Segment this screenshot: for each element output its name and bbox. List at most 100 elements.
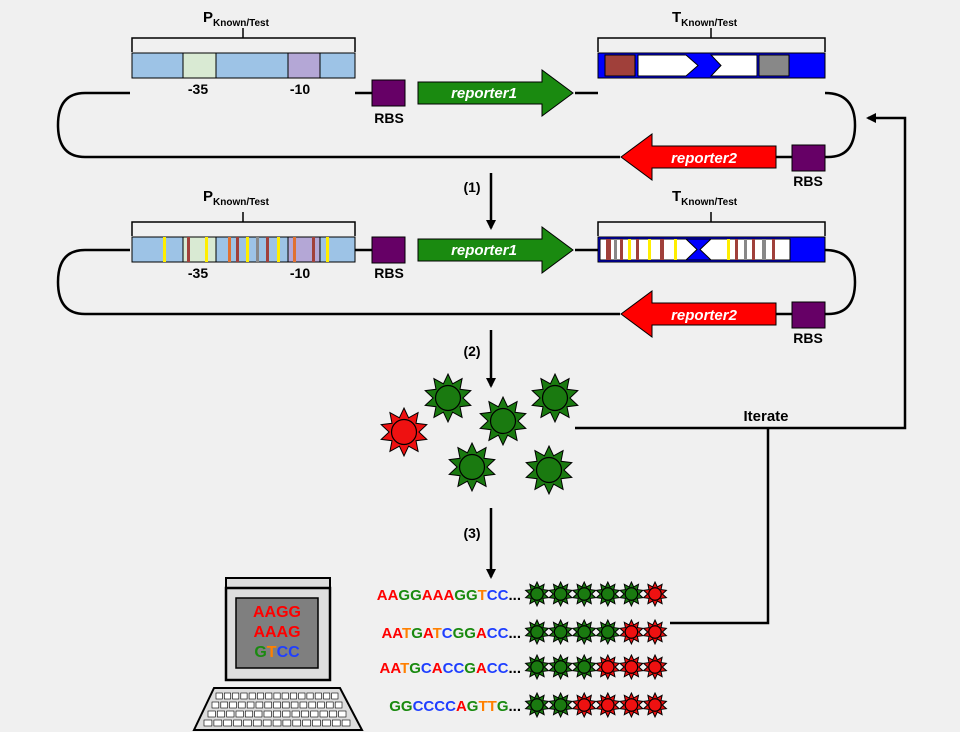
- keyboard-key: [217, 710, 225, 718]
- keyboard-key: [331, 692, 339, 700]
- phenotype-star-1-1: [524, 580, 550, 608]
- cell-3: [479, 395, 527, 447]
- step2-label: (2): [463, 343, 480, 359]
- terminator-bracket: [597, 28, 826, 52]
- rbs-label-2: RBS: [793, 173, 823, 189]
- phenotype-star-2-1: [524, 618, 550, 646]
- monitor-seq-segment: AAGG: [253, 604, 301, 621]
- keyboard-key: [254, 710, 263, 718]
- terminator-mutations: [606, 239, 775, 260]
- rbs-label-4: RBS: [793, 330, 823, 346]
- reporter2-arrow-2: [620, 290, 777, 338]
- plasmid-2: PKnown/Test -35 -10 RBS reporter1 TKnown…: [56, 188, 857, 346]
- phenotype-star-4-2: [548, 691, 574, 719]
- rbs-box: [371, 79, 406, 107]
- phenotype-star-4-1: [524, 691, 550, 719]
- phenotype-star-1-2: [548, 580, 574, 608]
- keyboard-key: [272, 710, 281, 718]
- phenotype-star-1-4: [595, 580, 621, 608]
- keyboard-key: [292, 719, 301, 727]
- reporter2-arrow: [620, 133, 777, 181]
- reporter1-arrow: [417, 69, 574, 117]
- keyboard-key: [220, 701, 228, 709]
- keyboard-key: [253, 719, 262, 727]
- minus35-box: [182, 52, 217, 79]
- rbs-box-2: [791, 144, 826, 172]
- phenotype-star-3-3: [571, 653, 597, 681]
- keyboard-key: [245, 710, 253, 718]
- keyboard-key: [223, 719, 232, 727]
- keyboard-key: [302, 719, 311, 727]
- phenotype-star-3-1: [524, 653, 550, 681]
- terminator-label-2: TKnown/Test: [672, 188, 738, 208]
- rbs-label-3: RBS: [374, 265, 404, 281]
- rbs-label: RBS: [374, 110, 404, 126]
- phenotype-star-4-5: [618, 691, 644, 719]
- keyboard-key: [264, 701, 272, 709]
- keyboard-key: [226, 710, 235, 718]
- keyboard-key: [248, 692, 256, 700]
- reporter1-label: reporter1: [451, 85, 517, 102]
- monitor-seq-segment: AAAG: [253, 624, 300, 641]
- sequence-2: AATGATCGGACC...: [381, 625, 521, 642]
- cell-2: [531, 372, 579, 424]
- promoter-bracket: [131, 28, 356, 52]
- keyboard-key: [233, 719, 242, 727]
- keyboard-key: [319, 710, 328, 718]
- cell-population: [380, 372, 579, 496]
- keyboard-key: [310, 710, 319, 718]
- phenotype-star-2-5: [618, 618, 644, 646]
- iterate-label: Iterate: [743, 408, 788, 425]
- sequence-rows: AAGGAAAGGTCC...AATGATCGGACC...AATGCACCGA…: [377, 580, 668, 719]
- keyboard-key: [299, 701, 308, 709]
- keyboard-key: [314, 692, 322, 700]
- cell-1: [424, 372, 472, 424]
- keyboard-key: [263, 710, 272, 718]
- keyboard-key: [255, 701, 264, 709]
- keyboard-key: [215, 692, 223, 700]
- keyboard-key: [213, 719, 223, 727]
- promoter-bracket-2: [131, 212, 356, 236]
- keyboard-key: [243, 719, 252, 727]
- phenotype-star-4-3: [571, 691, 597, 719]
- keyboard-key: [207, 710, 216, 718]
- sequence-4: GGCCCCAGTTG...: [389, 698, 521, 715]
- cell-4: [380, 406, 428, 458]
- promoter-label-2: PKnown/Test: [203, 188, 270, 208]
- minus35-label: -35: [188, 81, 208, 97]
- keyboard-key: [338, 710, 347, 718]
- keyboard-key: [290, 692, 297, 700]
- keyboard-keys: [203, 692, 351, 727]
- keyboard-key: [298, 692, 306, 700]
- terminator-bracket-2: [597, 212, 826, 236]
- iterate-feedback-line: [575, 113, 907, 430]
- keyboard-key: [246, 701, 255, 709]
- monitor-seq-segment: G: [254, 644, 266, 661]
- step3-label: (3): [463, 525, 480, 541]
- reporter1-arrow-2: [417, 226, 574, 274]
- sequence-3: AATGCACCGACC...: [379, 660, 521, 677]
- minus10-label: -10: [290, 81, 310, 97]
- phenotype-star-3-4: [595, 653, 621, 681]
- monitor-screen: [235, 597, 319, 669]
- rbs-box-3: [371, 236, 406, 264]
- phenotype-star-1-6: [642, 580, 668, 608]
- keyboard-key: [291, 710, 300, 718]
- promoter-label: PKnown/Test: [203, 9, 270, 29]
- phenotype-star-2-3: [571, 618, 597, 646]
- iterate-loop: Iterate: [575, 113, 907, 625]
- phenotype-star-3-2: [548, 653, 574, 681]
- keyboard-key: [282, 701, 290, 709]
- promoter-box: [131, 52, 356, 79]
- keyboard-key: [203, 719, 213, 727]
- phenotype-star-3-6: [642, 653, 668, 681]
- keyboard-key: [232, 692, 240, 700]
- keyboard-key: [326, 701, 334, 709]
- plasmid-1-backbone-right: [824, 91, 857, 159]
- keyboard-key: [334, 701, 343, 709]
- keyboard-key: [282, 719, 292, 727]
- terminator-label: TKnown/Test: [672, 9, 738, 29]
- iterate-data-line: [670, 428, 770, 625]
